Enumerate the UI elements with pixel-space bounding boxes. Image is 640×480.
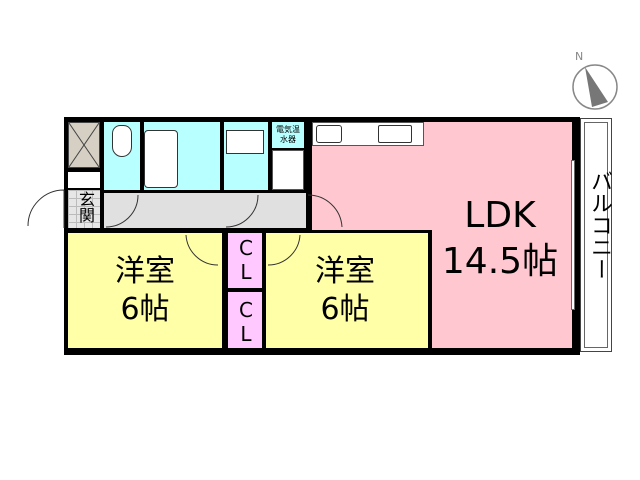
closet-2: [228, 292, 262, 348]
entrance: [68, 190, 100, 228]
closet-1: [228, 233, 262, 288]
compass-label: N: [575, 50, 584, 63]
ldk-size: 14.5帖: [441, 241, 559, 282]
washer-space: [272, 150, 304, 190]
water-heater: 電気温水器: [272, 122, 304, 148]
ldk-name: LDK: [464, 195, 536, 236]
bedroom-2: [266, 233, 428, 348]
entry-door: [27, 189, 65, 228]
balcony: [580, 118, 612, 352]
toilet-room: [104, 122, 140, 190]
closet-2-label: CL: [234, 298, 258, 346]
closet-1-label: CL: [234, 236, 258, 284]
toilet-icon: [112, 125, 132, 157]
bedroom-1-name: 洋室: [115, 254, 175, 289]
bedroom-1: [68, 233, 222, 348]
bathtub-icon: [144, 130, 178, 188]
ldk-room-lower: [432, 228, 572, 348]
north-arrow-icon: [572, 64, 618, 110]
bedroom-1-door: [185, 234, 219, 266]
bedroom-2-door: [267, 234, 301, 266]
window: [571, 160, 575, 310]
water-heater-label: 電気温水器: [276, 125, 300, 144]
washbasin-icon: [226, 130, 264, 154]
bathroom: [144, 122, 220, 190]
entrance-label: 玄関: [76, 191, 95, 223]
sink-icon: [378, 125, 412, 143]
shoe-shelf: [68, 172, 100, 188]
ldk-door: [307, 194, 343, 228]
washroom-door: [225, 194, 259, 228]
storage: [68, 122, 100, 168]
balcony-inner: [584, 122, 608, 348]
bedroom-2-size: 6帖: [320, 292, 370, 327]
bedroom-2-name: 洋室: [315, 254, 375, 289]
stove-icon: [316, 125, 342, 143]
bedroom-1-size: 6帖: [120, 292, 170, 327]
balcony-label: バルコニー: [587, 170, 612, 280]
washroom: [224, 122, 268, 190]
toilet-door: [105, 194, 139, 228]
